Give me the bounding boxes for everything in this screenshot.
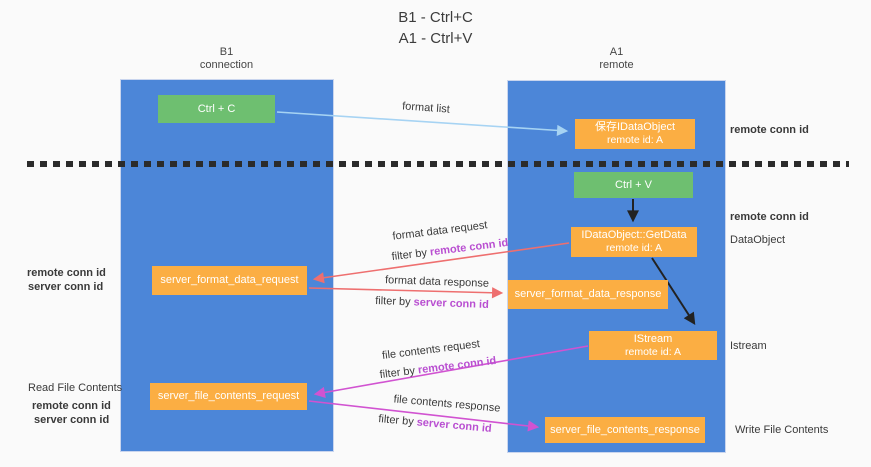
side-label-server-conn-id-left-1: server conn id [28,281,104,293]
filter-by-text: filter by [374,295,411,309]
node-ctrl-c-label: Ctrl + C [197,102,236,115]
edge-label-format-list: format list [401,100,451,116]
node-server-file-contents-response: server_file_contents_response [545,417,705,443]
side-label-istream: Istream [730,340,767,352]
server-conn-id-text: server conn id [413,296,490,311]
node-getdata-line2: remote id: A [605,242,663,255]
node-istream: IStream remote id: A [589,331,717,360]
title-line-1: B1 - Ctrl+C [398,9,473,26]
lane-header-a1: A1 remote [508,46,725,72]
lane-header-b1: B1 connection [120,46,333,72]
node-server-format-data-response: server_format_data_response [508,280,668,309]
edge-label-file-contents-response: file contents response [393,393,501,415]
side-label-write-file-contents: Write File Contents [735,424,829,436]
remote-conn-id-text: remote conn id [429,236,509,259]
node-server-file-contents-response-label: server_file_contents_response [550,423,700,436]
node-save-idataobject-line1: 保存IDataObject [594,121,676,134]
side-label-remote-conn-id-2: remote conn id [730,211,809,223]
node-ctrl-v: Ctrl + V [574,172,693,198]
node-idataobject-getdata: IDataObject::GetData remote id: A [571,227,697,257]
node-getdata-line1: IDataObject::GetData [581,229,687,242]
node-server-file-contents-request: server_file_contents_request [150,383,307,410]
node-ctrl-c: Ctrl + C [158,95,275,123]
lane-b1-subtitle: connection [199,59,254,72]
remote-conn-id-text: remote conn id [417,354,497,377]
lane-a1-title: A1 [609,46,624,58]
node-ctrl-v-label: Ctrl + V [615,178,652,191]
node-server-format-data-request-label: server_format_data_request [160,274,299,287]
side-label-remote-conn-id-left-2: remote conn id [32,400,111,412]
edge-label-format-data-response: format data response [384,274,490,290]
diagram-title: B1 - Ctrl+C A1 - Ctrl+V [0,7,871,49]
side-label-dataobject: DataObject [730,234,786,246]
title-line-2: A1 - Ctrl+V [398,30,473,47]
filter-by-text: filter by [391,246,428,264]
node-save-idataobject-line2: remote id: A [606,134,664,147]
side-label-remote-conn-id-left-1: remote conn id [27,267,106,279]
server-conn-id-text: server conn id [416,416,493,435]
edge-label-format-data-request: format data request [391,219,489,243]
node-server-format-data-request: server_format_data_request [152,266,307,295]
side-label-remote-conn-id-1: remote conn id [730,124,809,136]
node-istream-line2: remote id: A [624,345,682,358]
node-server-format-data-response-label: server_format_data_response [514,288,662,301]
lane-b1-title: B1 [219,46,234,58]
side-label-read-file-contents: Read File Contents [28,382,123,394]
side-label-server-conn-id-left-2: server conn id [34,414,110,426]
lane-a1-subtitle: remote [599,59,634,72]
node-save-idataobject: 保存IDataObject remote id: A [575,119,695,149]
copy-paste-separator-dashed-line [27,161,849,167]
filter-by-text: filter by [377,413,415,429]
node-istream-line1: IStream [633,332,673,345]
filter-by-text: filter by [379,364,416,382]
node-server-file-contents-request-label: server_file_contents_request [157,390,300,403]
